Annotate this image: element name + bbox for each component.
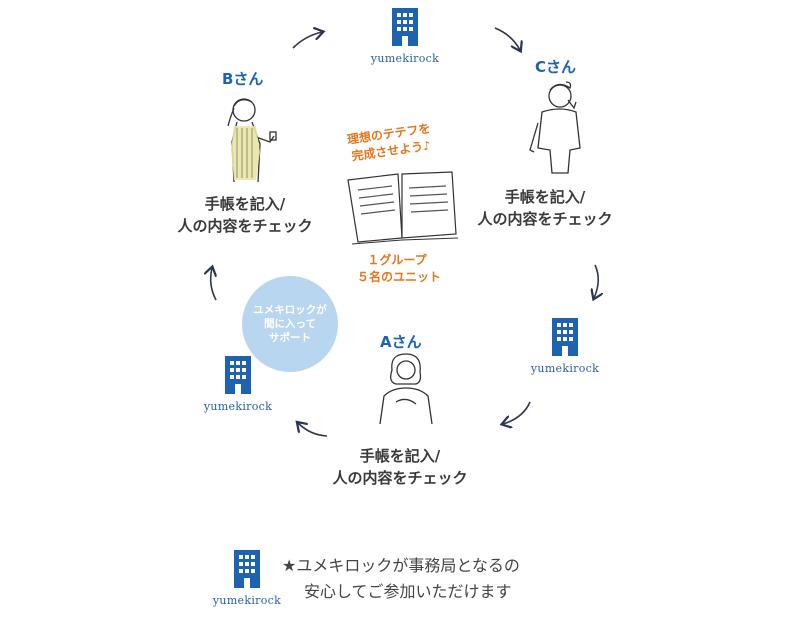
building-icon: [225, 356, 251, 394]
yumekirock-logo-right: yumekirock: [520, 318, 610, 375]
building-icon: [552, 318, 578, 356]
person-c-illustration: [520, 78, 600, 178]
support-line1: ユメキロックが: [242, 303, 338, 317]
person-b-name: Bさん: [222, 68, 263, 89]
person-c-action: 手帳を記入/ 人の内容をチェック: [470, 186, 620, 230]
action-line2: 人の内容をチェック: [170, 215, 320, 237]
action-line2: 人の内容をチェック: [325, 467, 475, 489]
person-a-action: 手帳を記入/ 人の内容をチェック: [325, 445, 475, 489]
yumekirock-logo-bottom: yumekirock: [202, 550, 292, 607]
logo-text: yumekirock: [193, 400, 283, 413]
action-line2: 人の内容をチェック: [470, 208, 620, 230]
building-icon: [234, 550, 260, 588]
arrow-right-to-a: [503, 402, 530, 424]
person-a-name: Aさん: [380, 331, 422, 352]
support-line3: サポート: [242, 331, 338, 345]
yumekirock-logo-top: yumekirock: [360, 8, 450, 65]
action-line1: 手帳を記入/: [325, 445, 475, 467]
footer-note: ★ユメキロックが事務局となるの 安心してご参加いただけます: [282, 553, 520, 605]
arrow-a-to-left: [298, 423, 327, 436]
group-line2: ５名のユニット: [357, 269, 437, 286]
person-c-name: Cさん: [535, 56, 576, 77]
action-line1: 手帳を記入/: [170, 193, 320, 215]
support-line2: 間に入って: [242, 317, 338, 331]
arrow-top-to-c: [495, 28, 520, 50]
arrow-b-to-top: [293, 32, 322, 48]
logo-text: yumekirock: [360, 52, 450, 65]
logo-text: yumekirock: [520, 362, 610, 375]
group-line1: １グループ: [357, 252, 437, 269]
person-b-illustration: [212, 92, 282, 184]
notebook-icon: [344, 166, 462, 246]
footer-line1: ★ユメキロックが事務局となるの: [282, 553, 520, 579]
building-icon: [392, 8, 418, 46]
person-b-action: 手帳を記入/ 人の内容をチェック: [170, 193, 320, 237]
support-badge: ユメキロックが 間に入って サポート: [242, 276, 338, 372]
arrow-c-to-right: [594, 265, 598, 298]
action-line1: 手帳を記入/: [470, 186, 620, 208]
logo-text: yumekirock: [202, 594, 292, 607]
arrow-left-to-b: [211, 268, 216, 300]
group-caption: １グループ ５名のユニット: [357, 252, 437, 286]
person-a-illustration: [372, 352, 438, 424]
footer-line2: 安心してご参加いただけます: [282, 579, 520, 605]
